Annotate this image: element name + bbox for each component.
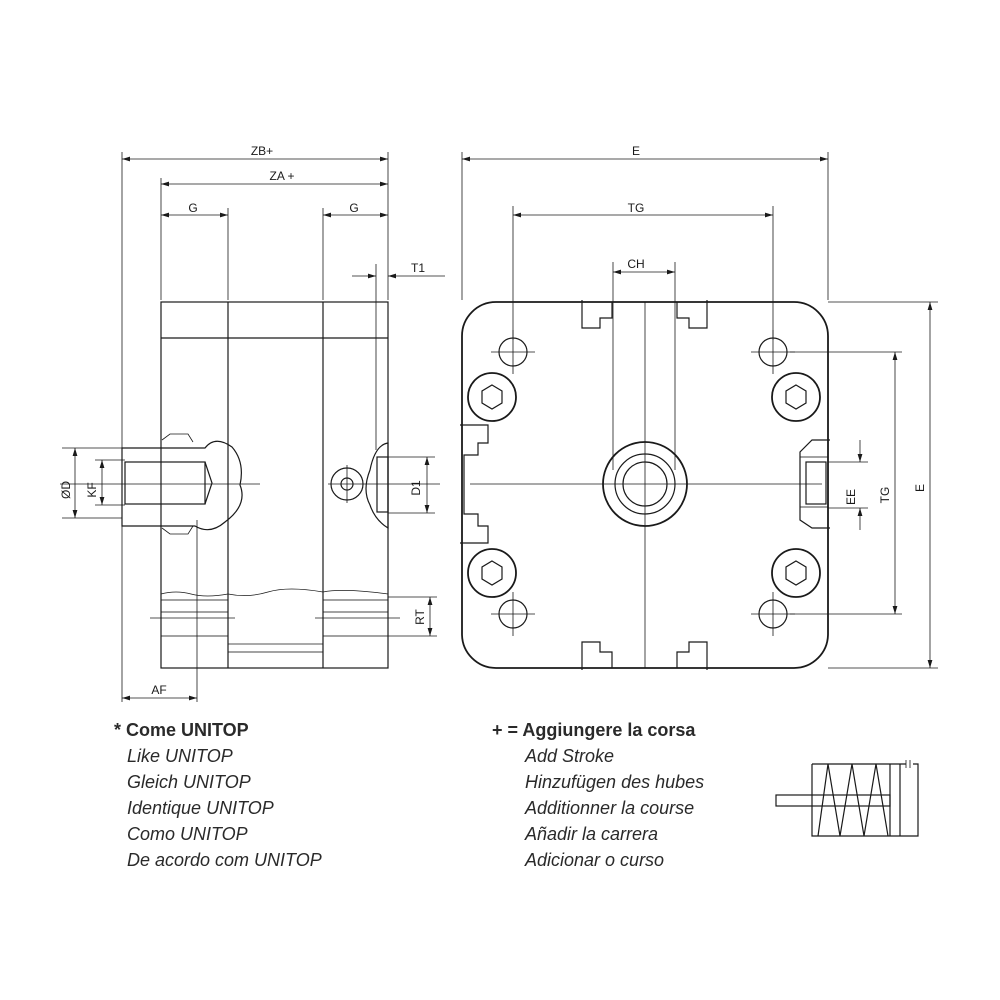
dim-e-top: E: [632, 144, 640, 158]
dim-t1: T1: [411, 261, 425, 275]
notes-right-line: Añadir la carrera: [525, 824, 659, 844]
notes-left-line: De acordo com UNITOP: [127, 850, 322, 870]
dim-zb: ZB+: [251, 144, 273, 158]
dim-kf: KF: [85, 482, 99, 497]
notes-right-line: Additionner la course: [525, 798, 695, 818]
notes-left-line: Gleich UNITOP: [127, 772, 251, 792]
notes-right-heading: + = Aggiungere la corsa: [492, 720, 696, 740]
notes-left-line: Como UNITOP: [127, 824, 248, 844]
dim-ch: CH: [627, 257, 644, 271]
dim-e-side: E: [913, 484, 927, 492]
dim-od: ØD: [59, 481, 73, 499]
screw-holes: [467, 330, 821, 636]
dim-za: ZA +: [269, 169, 294, 183]
side-view: ZB+ ZA + G G T1 AF: [59, 144, 445, 702]
front-view: E TG CH E: [460, 144, 938, 670]
dim-af: AF: [151, 683, 166, 697]
notes-left-line: Like UNITOP: [127, 746, 233, 766]
dim-tg-side: TG: [878, 487, 892, 504]
notes-left: * Come UNITOP Like UNITOP Gleich UNITOP …: [114, 717, 322, 873]
dim-rt: RT: [413, 608, 427, 624]
notes-right-line: Add Stroke: [525, 746, 615, 766]
dim-d1: D1: [409, 480, 423, 496]
dim-tg-top: TG: [628, 201, 645, 215]
notes-right: + = Aggiungere la corsa Add Stroke Hinzu…: [492, 717, 704, 873]
notes-left-heading: * Come UNITOP: [114, 720, 249, 740]
notes-right-line: Adicionar o curso: [525, 850, 665, 870]
dim-g-left: G: [188, 201, 197, 215]
single-acting-cylinder-symbol: [775, 760, 919, 837]
notes-left-line: Identique UNITOP: [127, 798, 274, 818]
dim-g-right: G: [349, 201, 358, 215]
dim-ee: EE: [844, 489, 858, 505]
notes-right-line: Hinzufügen des hubes: [525, 772, 705, 792]
